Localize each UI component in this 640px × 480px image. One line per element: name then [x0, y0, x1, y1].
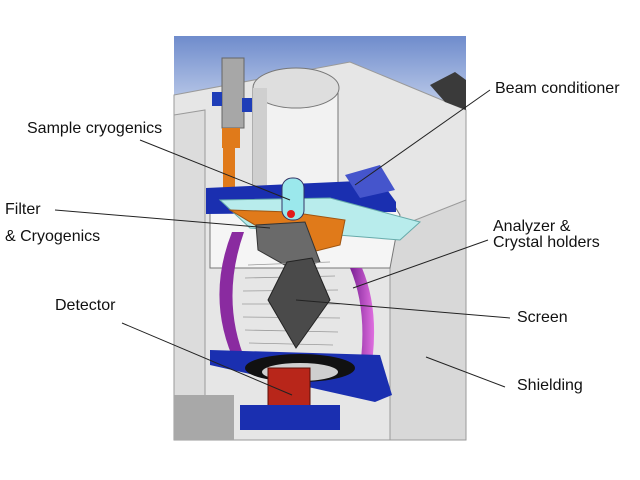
- sample-tube: [281, 177, 305, 221]
- sample-cryogenics-assembly: [212, 57, 252, 208]
- detector-part: [174, 367, 340, 440]
- leader-sample-cryogenics: [139, 139, 291, 201]
- leader-lines: [54, 89, 511, 396]
- leader-filter: [54, 209, 271, 229]
- leader-beam-conditioner: [354, 89, 491, 186]
- label-beam-conditioner: Beam conditioner: [495, 80, 620, 97]
- label-analyzer: Analyzer &: [493, 218, 571, 235]
- label-crystal-holders: Crystal holders: [493, 234, 600, 251]
- screen-part: [267, 257, 331, 349]
- label-filter: Filter: [5, 201, 41, 218]
- label-filter-cryogenics: & Cryogenics: [5, 228, 101, 245]
- label-detector: Detector: [55, 297, 116, 314]
- label-screen: Screen: [517, 309, 568, 326]
- leader-analyzer: [352, 239, 489, 289]
- beam-conditioner-part: [345, 165, 395, 198]
- label-shielding: Shielding: [517, 377, 583, 394]
- leader-shielding: [425, 356, 506, 388]
- label-sample-cryogenics: Sample cryogenics: [27, 120, 163, 137]
- leader-screen: [295, 299, 511, 319]
- leader-detector: [121, 322, 293, 396]
